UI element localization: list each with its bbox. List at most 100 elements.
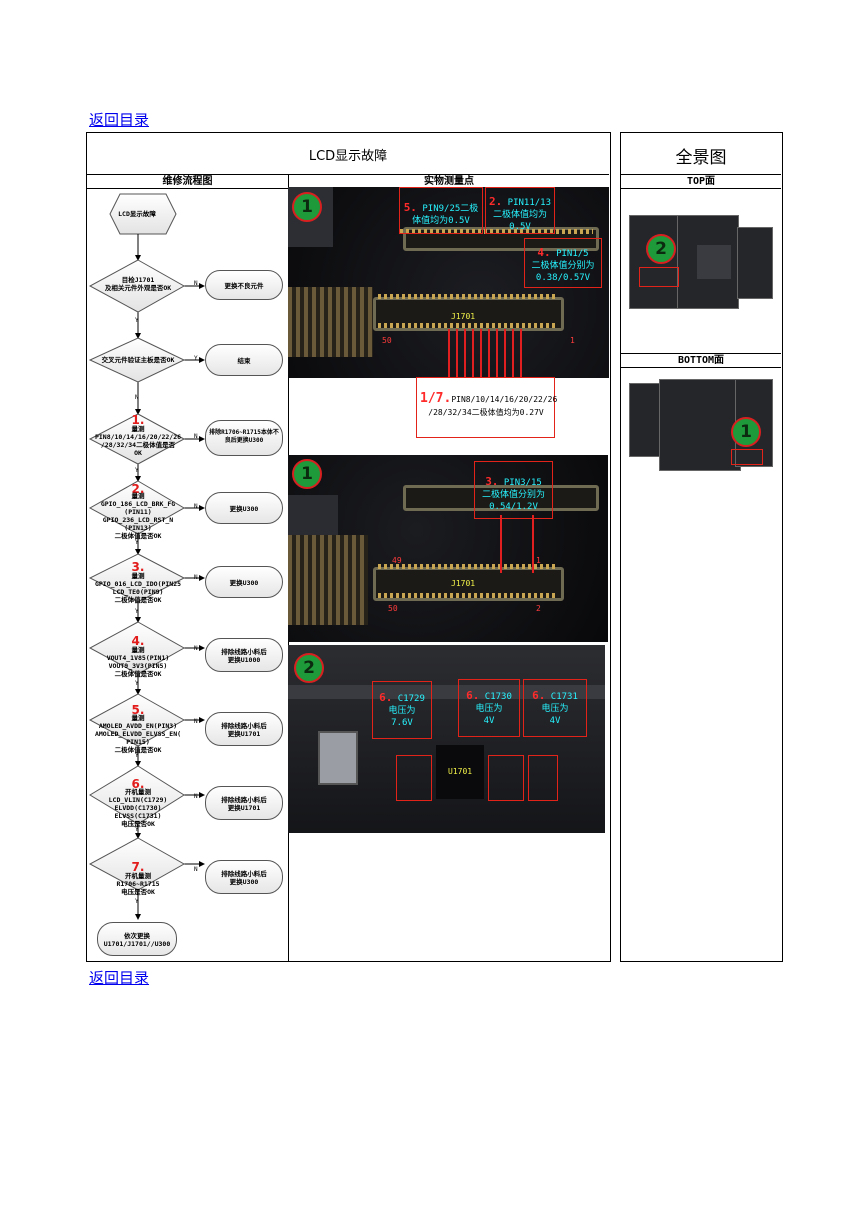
- pin-note-text: PIN8/10/14/16/20/22/26 /28/32/34二极体值均为0.…: [428, 395, 558, 417]
- photo-1-callout-5-text: PIN9/25二极 体值均为0.5V: [412, 204, 479, 226]
- photo-3-callout-3-text: C1731 电压为 4V: [541, 692, 578, 726]
- flow-decision-6-text: 量测 VOUT4_1V85(PIN1) VOUT9_3V3(PIN5) 二极体值…: [106, 646, 170, 678]
- photo-3-cap-box-3: [528, 755, 558, 801]
- photo-2-callout-3-box: 3. PIN3/15 二极体值分别为 0.54/1.2V: [474, 461, 553, 519]
- pin-note: 1/7.PIN8/10/14/16/20/22/26 /28/32/34二极体值…: [420, 391, 557, 419]
- top-view-header: TOP面: [621, 174, 781, 189]
- flow-no-9: N: [194, 866, 198, 873]
- flow-decision-2: 交叉元件验证主板是否OK: [101, 356, 175, 364]
- photo-3-callout-2: 6. C1730 电压为 4V: [459, 690, 519, 727]
- photo-1-badge: 1: [292, 192, 322, 222]
- bottom-board-badge: 1: [731, 417, 761, 447]
- back-to-contents-link-top[interactable]: 返回目录: [89, 111, 150, 129]
- flow-decision-7-number: 5.: [131, 703, 145, 717]
- flow-decision-5-text: 量测 GPIO_016_LCD_IDO(PIN25 LCD_TE0(PIN9) …: [94, 572, 182, 604]
- photo-3-chip-label: U1701: [448, 767, 473, 776]
- photo-3-callout-1-number: 6.: [379, 691, 393, 704]
- flow-action-6: 排除线路小料后 更换U1000: [205, 638, 283, 672]
- top-board-right: [737, 227, 773, 299]
- photo-2-badge: 1: [292, 459, 322, 489]
- pin-note-number: 1/7.: [420, 391, 452, 406]
- photo-3-cap-box-1: [396, 755, 432, 801]
- flow-yes-5: Y: [135, 608, 139, 615]
- photo-2-component: [288, 495, 338, 535]
- back-to-contents-link-bottom[interactable]: 返回目录: [89, 969, 150, 987]
- photo-1-callout-2-number: 2.: [488, 195, 503, 208]
- photo-3-shield-edge: [288, 685, 605, 699]
- photo-2-pin-label-c: 1: [536, 556, 541, 565]
- flow-action-9-text: 排除线路小料后 更换U300: [221, 870, 267, 886]
- photo-2-connector-label: J1701: [451, 579, 476, 588]
- flow-decision-3-number: 1.: [131, 413, 145, 427]
- photo-2-pin-label-a: 49: [392, 556, 402, 565]
- flow-decision-8-text: 开机量测 LCD_VLIN(C1729) ELVDD(C1730) ELVSS(…: [108, 788, 168, 828]
- flow-yes-9: Y: [135, 898, 139, 905]
- photo-2-callout-3-number: 3.: [485, 475, 499, 488]
- photo-1-callout-4-text: PIN1/5 二极体值分别为 0.38/0.57V: [531, 249, 595, 283]
- flow-decision-8: 6. 开机量测 LCD_VLIN(C1729) ELVDD(C1730) ELV…: [90, 777, 186, 828]
- photo-1-callout-5: 5. PIN9/25二极 体值均为0.5V: [400, 202, 482, 227]
- bottom-board-highlight: [731, 449, 763, 465]
- photo-3-inductor: [318, 731, 358, 785]
- photo-3-callout-2-box: 6. C1730 电压为 4V: [458, 679, 520, 737]
- photo-1-connector-label: J1701: [451, 312, 476, 321]
- photo-1-callout-5-number: 5.: [403, 201, 417, 214]
- flow-decision-3: 1. 量测 PIN8/10/14/16/20/22/26 /28/32/34二极…: [90, 413, 186, 457]
- flow-action-2: 结束: [205, 344, 283, 376]
- photo-2-pad-array: [288, 535, 368, 625]
- photo-2-callout-3: 3. PIN3/15 二极体值分别为 0.54/1.2V: [475, 476, 552, 513]
- main-title: LCD显示故障: [308, 149, 388, 164]
- flow-action-7: 排除线路小料后 更换U1701: [205, 712, 283, 746]
- flow-no-1: N: [194, 280, 198, 287]
- flow-decision-7-text: 量测 AMOLED_AVDD_EN(PIN3) AMOLED_ELVDD_ELV…: [94, 714, 182, 754]
- photo-2-probe-line-a: [500, 515, 502, 573]
- flow-decision-5-number: 3.: [131, 560, 145, 574]
- photo-3-callout-3-box: 6. C1731 电压为 4V: [523, 679, 587, 737]
- flow-decision-4: 2. 量测 GPIO_186_LCD_BRK_FG (PIN11) GPIO_2…: [90, 482, 186, 540]
- photo-1-upper-pins: [400, 229, 593, 234]
- flow-no-5: N: [194, 574, 198, 581]
- photo-1-callout-4: 4. PIN1/5 二极体值分别为 0.38/0.57V: [525, 247, 601, 284]
- photo-3-callout-3: 6. C1731 电压为 4V: [524, 690, 586, 727]
- photo-1-probe-lines: [448, 329, 522, 378]
- photo-1-pins-bottom: [378, 323, 558, 328]
- bottom-board-image: 1: [627, 375, 774, 473]
- flow-no-2: N: [135, 394, 139, 401]
- flow-action-6-text: 排除线路小料后 更换U1000: [221, 648, 267, 664]
- photo-2-callout-3-text: PIN3/15 二极体值分别为 0.54/1.2V: [481, 478, 545, 512]
- start-shape: [109, 193, 177, 235]
- photo-3-badge: 2: [294, 653, 324, 683]
- flow-no-6: N: [194, 645, 198, 652]
- flow-no-7: N: [194, 718, 198, 725]
- photo-2-pin-label-b: 50: [388, 604, 398, 613]
- flow-action-4: 更换U300: [205, 492, 283, 524]
- photo-3-callout-3-number: 6.: [532, 689, 546, 702]
- photo-3-callout-2-text: C1730 电压为 4V: [475, 692, 512, 726]
- flow-action-8-text: 排除线路小料后 更换U1701: [221, 796, 267, 812]
- flow-decision-4-number: 2.: [131, 482, 145, 496]
- flow-decision-1: 目检J1701 及相关元件外观是否OK: [104, 276, 172, 292]
- flow-action-1-text: 更换不良元件: [224, 282, 264, 290]
- flow-yes-4: Y: [135, 539, 139, 546]
- flow-decision-7: 5. 量测 AMOLED_AVDD_EN(PIN3) AMOLED_ELVDD_…: [90, 703, 186, 754]
- flow-yes-8: Y: [135, 826, 139, 833]
- photo-1-pin-label-b: 1: [570, 336, 575, 345]
- flow-end-text: 依次更换 U1701/J1701//U300: [103, 932, 171, 948]
- photo-1-pin-label-a: 50: [382, 336, 392, 345]
- top-board-highlight: [639, 267, 679, 287]
- photo-2-pins-bottom: [378, 593, 558, 598]
- photo-1-callout-2: 2. PIN11/13 二极体值均为 0.5V: [486, 196, 554, 233]
- measurement-photo-2: J1701 49 50 1 2 1 3. PIN3/15 二极体值分别为 0.5…: [288, 455, 608, 642]
- photo-2-pin-label-d: 2: [536, 604, 541, 613]
- top-board-soc: [697, 245, 731, 279]
- flow-decision-8-number: 6.: [131, 777, 145, 791]
- photo-1-pad-array: [288, 287, 373, 357]
- flow-decision-6: 4. 量测 VOUT4_1V85(PIN1) VOUT9_3V3(PIN5) 二…: [90, 634, 186, 678]
- photo-1-pins-top: [378, 294, 558, 299]
- flow-yes-6: Y: [135, 680, 139, 687]
- flow-start: LCD显示故障: [118, 210, 156, 218]
- flow-no-4: N: [194, 503, 198, 510]
- flow-action-2-text: 结束: [237, 357, 251, 365]
- top-board-badge: 2: [646, 234, 676, 264]
- flowchart-diagram: [88, 193, 205, 920]
